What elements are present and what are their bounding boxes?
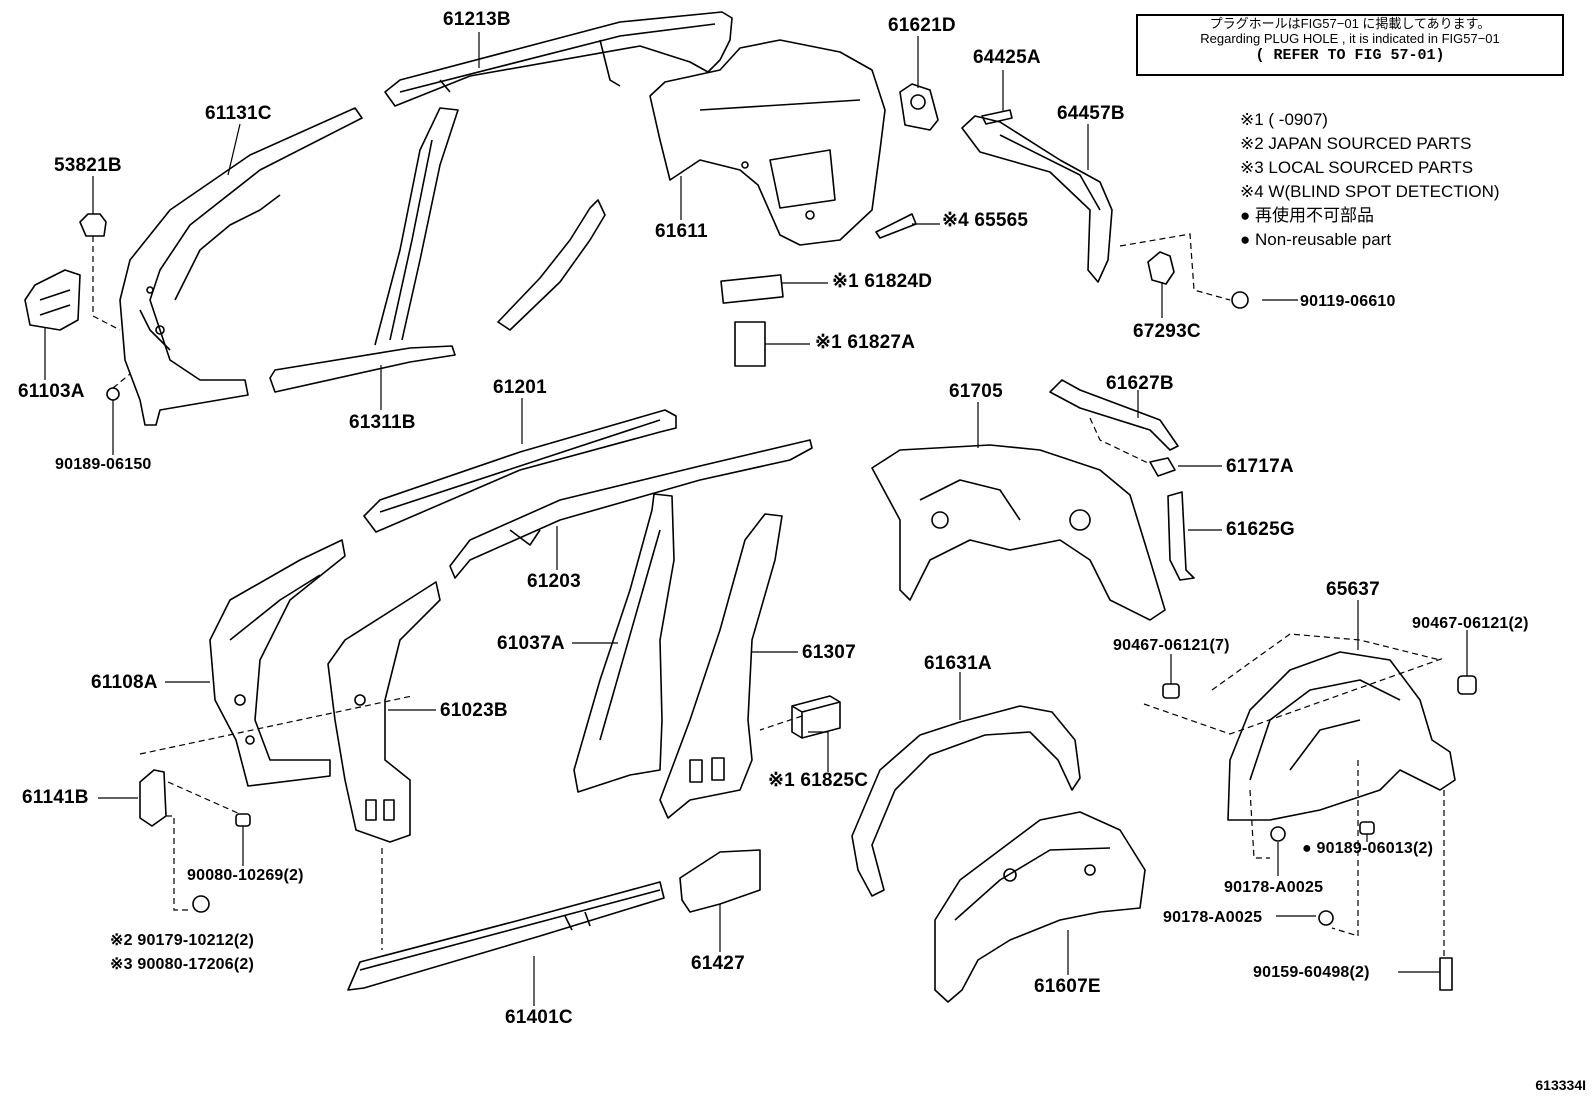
dashed-assembly-lines (92, 233, 1445, 956)
part-61037A-shape (573, 493, 675, 793)
part-61131C-shape (119, 107, 363, 426)
part-label-61037A[interactable]: 61037A (497, 633, 565, 654)
part-53821B-shape (79, 213, 107, 237)
part-64457B-shape (961, 115, 1113, 283)
legend: ※1 ( -0907) ※2 JAPAN SOURCED PARTS ※3 LO… (1240, 108, 1500, 252)
part-label-61141B[interactable]: 61141B (22, 787, 89, 808)
part-61108A-shape (209, 539, 346, 787)
part-label-90178-A0025-lower[interactable]: 90178-A0025 (1163, 909, 1263, 926)
part-label-61201[interactable]: 61201 (493, 377, 547, 398)
reference-note-en: Regarding PLUG HOLE , it is indicated in… (1200, 31, 1500, 46)
part-label-61825C[interactable]: ※1 61825C (768, 770, 869, 791)
part-number-90189-06013: 90189-06013(2) (1316, 840, 1434, 857)
part-61201-shape (363, 409, 677, 533)
leader-lines (44, 32, 1468, 1006)
part-61307-shape (659, 513, 783, 819)
part-label-61203[interactable]: 61203 (527, 571, 581, 592)
part-label-61625G[interactable]: 61625G (1226, 519, 1295, 540)
part-label-61621D[interactable]: 61621D (888, 15, 956, 36)
part-label-53821B[interactable]: 53821B (54, 155, 122, 176)
part-61103A-shape (24, 269, 81, 331)
reference-note-jp: プラグホールはFIG57−01 に掲載してあります。 (1209, 16, 1491, 31)
part-61213B-shape (384, 11, 733, 107)
part-label-61213B[interactable]: 61213B (443, 9, 511, 30)
legend-item-2: ※2 JAPAN SOURCED PARTS (1240, 134, 1472, 153)
part-label-61631A[interactable]: 61631A (924, 653, 992, 674)
part-label-61827A[interactable]: ※1 61827A (815, 332, 916, 353)
part-label-64457B[interactable]: 64457B (1057, 103, 1125, 124)
part-61023B-shape (327, 581, 441, 843)
part-label-61627B[interactable]: 61627B (1106, 373, 1174, 394)
part-61824D-shape (720, 274, 784, 304)
part-label-61607E[interactable]: 61607E (1034, 976, 1101, 997)
part-label-61611[interactable]: 61611 (655, 221, 708, 242)
part-label-61705[interactable]: 61705 (949, 381, 1003, 402)
part-label-61108A[interactable]: 61108A (91, 672, 158, 693)
reference-note-ref: ( REFER TO FIG 57-01) (1255, 47, 1445, 64)
part-label-61023B[interactable]: 61023B (440, 700, 508, 721)
part-label-90178-A0025-upper[interactable]: 90178-A0025 (1224, 879, 1324, 896)
part-label-90189-06013[interactable]: ● 90189-06013(2) (1302, 840, 1434, 857)
part-label-90179-10212[interactable]: ※2 90179-10212(2) (110, 932, 255, 949)
part-label-90080-10269[interactable]: 90080-10269(2) (187, 867, 304, 884)
part-61627B-shape (1049, 379, 1179, 451)
part-61203-shape (449, 439, 813, 579)
part-label-90467-06121[interactable]: 90467-06121(2) (1412, 615, 1529, 632)
part-61717A-shape (1149, 457, 1176, 477)
part-61401C-shape (347, 881, 665, 991)
part-label-65637[interactable]: 65637 (1326, 579, 1380, 600)
part-61621D-shape (899, 83, 939, 131)
part-label-90159-60498[interactable]: 90159-60498(2) (1253, 964, 1370, 981)
part-label-61131C[interactable]: 61131C (205, 103, 272, 124)
hardware-shapes (106, 291, 1477, 991)
reference-note-box: プラグホールはFIG57−01 に掲載してあります。 Regarding PLU… (1136, 14, 1564, 76)
part-label-65565[interactable]: ※4 65565 (942, 210, 1029, 231)
part-61427-shape (679, 849, 761, 913)
part-label-90080-17206[interactable]: ※3 90080-17206(2) (110, 956, 255, 973)
part-61625G-shape (1167, 491, 1195, 581)
part-label-61311B[interactable]: 61311B (349, 412, 416, 433)
part-61311B-shape (269, 107, 606, 393)
part-61705-shape (871, 444, 1166, 621)
part-67293C-shape (1147, 251, 1175, 285)
part-61827A-shape (734, 321, 766, 367)
part-label-67293C[interactable]: 67293C (1133, 321, 1201, 342)
part-61631A-shape (851, 705, 1081, 897)
part-61611-shape (649, 39, 886, 246)
part-label-61103A[interactable]: 61103A (18, 381, 85, 402)
part-label-61824D[interactable]: ※1 61824D (832, 271, 933, 292)
part-65637-shape (1227, 651, 1456, 821)
part-label-61307[interactable]: 61307 (802, 642, 856, 663)
legend-item-5: ● 再使用不可部品 (1240, 206, 1374, 225)
part-label-90467-06121-7[interactable]: 90467-06121(7) (1113, 637, 1230, 654)
part-64425A-shape (981, 109, 1013, 125)
legend-item-3: ※3 LOCAL SOURCED PARTS (1240, 158, 1474, 177)
part-65565-shape (875, 213, 917, 239)
part-label-61401C[interactable]: 61401C (505, 1007, 573, 1028)
part-label-61427[interactable]: 61427 (691, 953, 745, 974)
part-label-64425A[interactable]: 64425A (973, 47, 1041, 68)
part-label-90189-06150[interactable]: 90189-06150 (55, 456, 152, 473)
part-label-90119-06610[interactable]: 90119-06610 (1300, 293, 1396, 310)
legend-item-1: ※1 ( -0907) (1240, 110, 1328, 129)
figure-id: 613334I (1535, 1077, 1586, 1093)
legend-item-4: ※4 W(BLIND SPOT DETECTION) (1240, 182, 1500, 201)
legend-item-6: ● Non-reusable part (1240, 230, 1392, 249)
part-label-61717A[interactable]: 61717A (1226, 456, 1294, 477)
part-61607E-shape (934, 811, 1146, 1003)
part-61141B-shape (139, 769, 167, 827)
